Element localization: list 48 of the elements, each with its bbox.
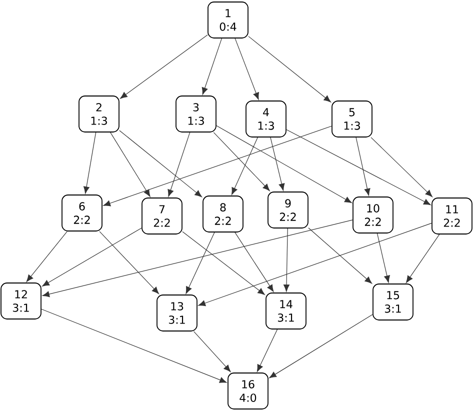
arrow xyxy=(216,125,352,204)
arrow xyxy=(256,329,278,372)
node-box: 4 1:3 xyxy=(246,100,286,138)
arrow xyxy=(248,36,331,102)
arrow xyxy=(370,137,432,198)
arrow xyxy=(269,314,373,378)
arrow xyxy=(99,231,159,294)
node-box: 5 1:3 xyxy=(332,100,372,138)
node-box: 1 0:4 xyxy=(208,2,248,38)
arrow xyxy=(120,34,208,99)
node-box: 3 1:3 xyxy=(176,96,216,132)
arrow xyxy=(182,231,265,295)
arrow xyxy=(202,38,222,95)
arrow xyxy=(42,228,142,286)
node-box: 16 4:0 xyxy=(228,372,268,410)
node-box: 13 3:1 xyxy=(156,294,198,332)
node-box: 11 2:2 xyxy=(432,198,472,234)
node-box: 15 3:1 xyxy=(372,284,414,320)
arrow xyxy=(42,220,353,298)
node-box: 8 2:2 xyxy=(202,196,244,232)
arrow xyxy=(286,129,431,206)
arrow xyxy=(168,132,190,197)
node-box: 14 3:1 xyxy=(266,292,306,330)
arrow xyxy=(270,137,285,191)
arrow xyxy=(41,308,227,383)
arrow xyxy=(232,137,258,195)
arrow xyxy=(234,38,259,100)
arrow xyxy=(103,126,332,206)
arrow xyxy=(26,231,68,282)
node-box: 9 2:2 xyxy=(268,192,308,228)
node-box: 12 3:1 xyxy=(0,282,42,320)
arrow xyxy=(186,232,215,294)
node-box: 10 2:2 xyxy=(352,196,394,234)
arrow xyxy=(84,132,96,194)
arrow xyxy=(119,130,202,198)
arrow xyxy=(308,228,372,284)
arrow xyxy=(193,331,231,372)
arrow xyxy=(213,132,270,192)
node-box: 6 2:2 xyxy=(62,194,102,232)
arrow xyxy=(356,137,370,196)
node-box: 2 1:3 xyxy=(78,96,120,132)
arrow xyxy=(376,233,390,283)
arrow xyxy=(234,232,274,292)
node-box: 7 2:2 xyxy=(142,198,182,234)
arrow xyxy=(284,228,290,292)
arrow xyxy=(110,132,150,197)
arrow xyxy=(198,222,432,306)
arrow xyxy=(406,234,440,283)
